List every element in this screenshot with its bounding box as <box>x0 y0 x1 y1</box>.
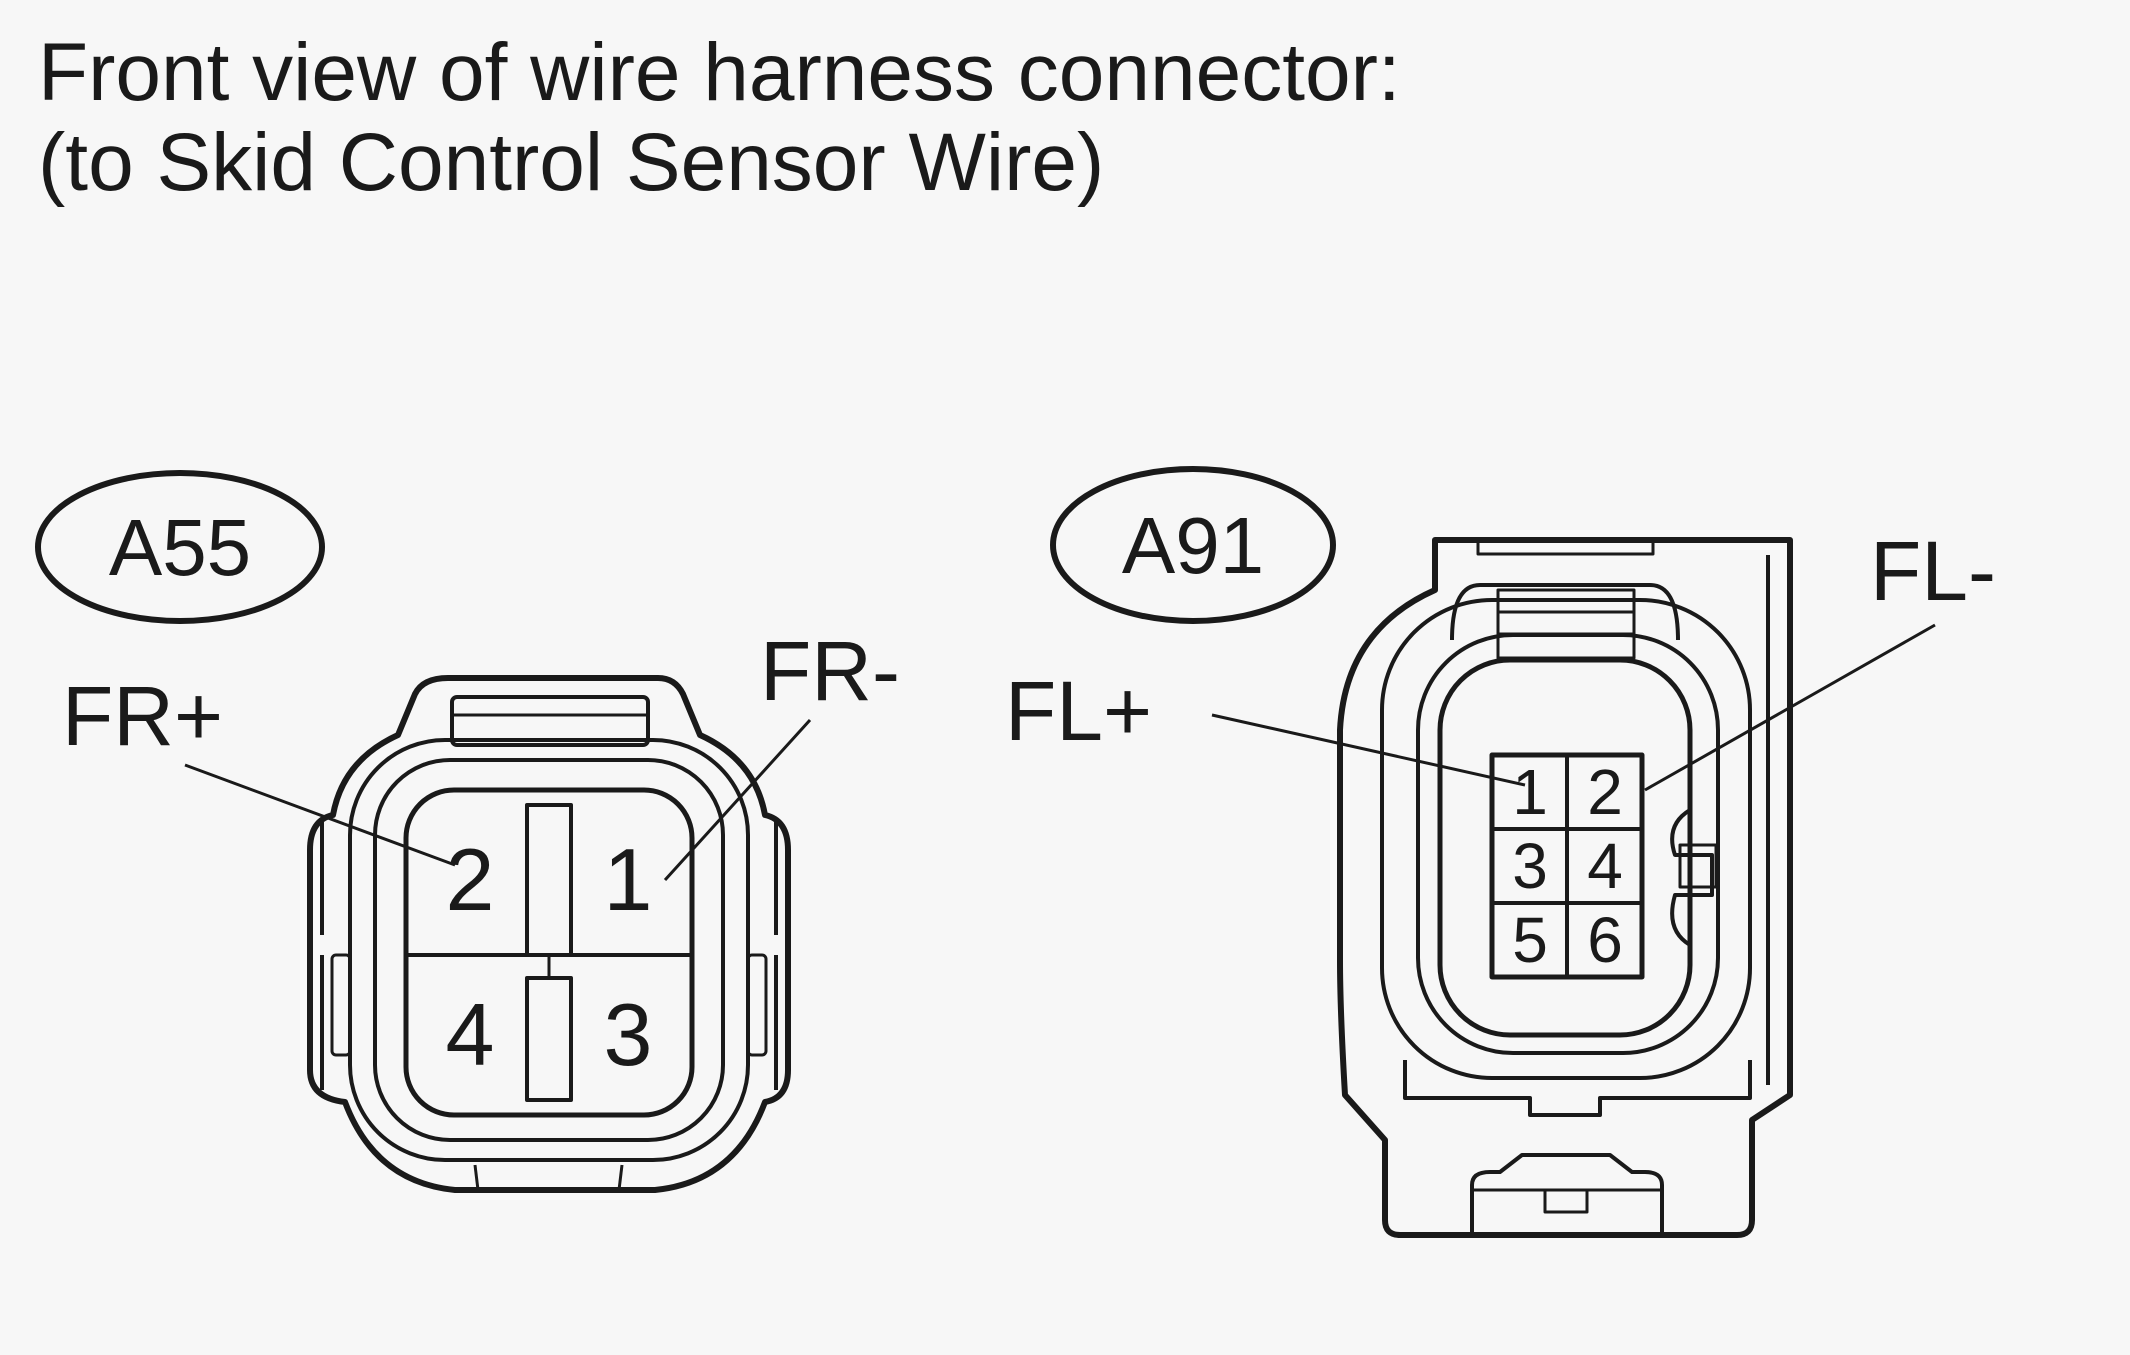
a55-inner-ring-1 <box>348 738 750 1162</box>
a91-pin-1: 1 <box>1512 756 1548 828</box>
a55-id-badge <box>35 470 325 624</box>
connector-a91 <box>1050 466 1936 1238</box>
a91-inner-ring-1 <box>1380 598 1752 1080</box>
a91-minus-leader <box>1644 623 1936 792</box>
connector-a55 <box>35 470 812 1193</box>
a91-pin-3: 3 <box>1512 830 1548 902</box>
a55-inner-ring-2 <box>373 758 725 1142</box>
a91-outer-housing <box>1337 537 1793 1238</box>
a55-pin-1: 1 <box>604 830 653 929</box>
a55-bottom-latch-right <box>617 1164 624 1191</box>
a91-side-latch-tab <box>1678 843 1718 889</box>
title-line-1: Front view of wire harness connector: <box>38 27 1401 118</box>
title-line-2: (to Skid Control Sensor Wire) <box>38 117 1104 208</box>
a91-pin-2: 2 <box>1587 756 1623 828</box>
a55-id-label: A55 <box>109 503 251 592</box>
a55-pin-3: 3 <box>604 985 653 1084</box>
a55-minus-label: FR- <box>760 624 900 718</box>
a91-side-latch <box>1670 808 1714 947</box>
a91-lower-shelf <box>1403 1060 1752 1117</box>
a91-id-label: A91 <box>1122 501 1264 590</box>
a55-pin-2: 2 <box>446 830 495 929</box>
a91-minus-label: FL- <box>1870 524 1996 618</box>
a91-bottom-latch <box>1470 1153 1664 1232</box>
a55-pin-cavity <box>403 787 695 1118</box>
a91-pin-5: 5 <box>1512 904 1548 976</box>
a91-bottom-latch-key <box>1543 1188 1589 1214</box>
a55-pin-4: 4 <box>446 985 495 1084</box>
a55-plus-leader <box>184 763 456 867</box>
a91-top-latch <box>1450 583 1680 641</box>
a55-top-latch <box>450 695 650 747</box>
a91-id-badge <box>1050 466 1336 624</box>
a55-bottom-latch-left <box>473 1164 480 1191</box>
a55-minus-leader <box>663 718 812 882</box>
a91-pin-cavity <box>1437 657 1693 1038</box>
a91-plus-leader <box>1211 713 1526 787</box>
a91-top-slot <box>1476 538 1655 556</box>
a91-pin-4: 4 <box>1587 830 1623 902</box>
a91-inner-ring-2 <box>1416 633 1720 1055</box>
a55-plus-label: FR+ <box>62 669 223 763</box>
a91-plus-label: FL+ <box>1005 664 1152 758</box>
a91-pin-6: 6 <box>1587 904 1623 976</box>
